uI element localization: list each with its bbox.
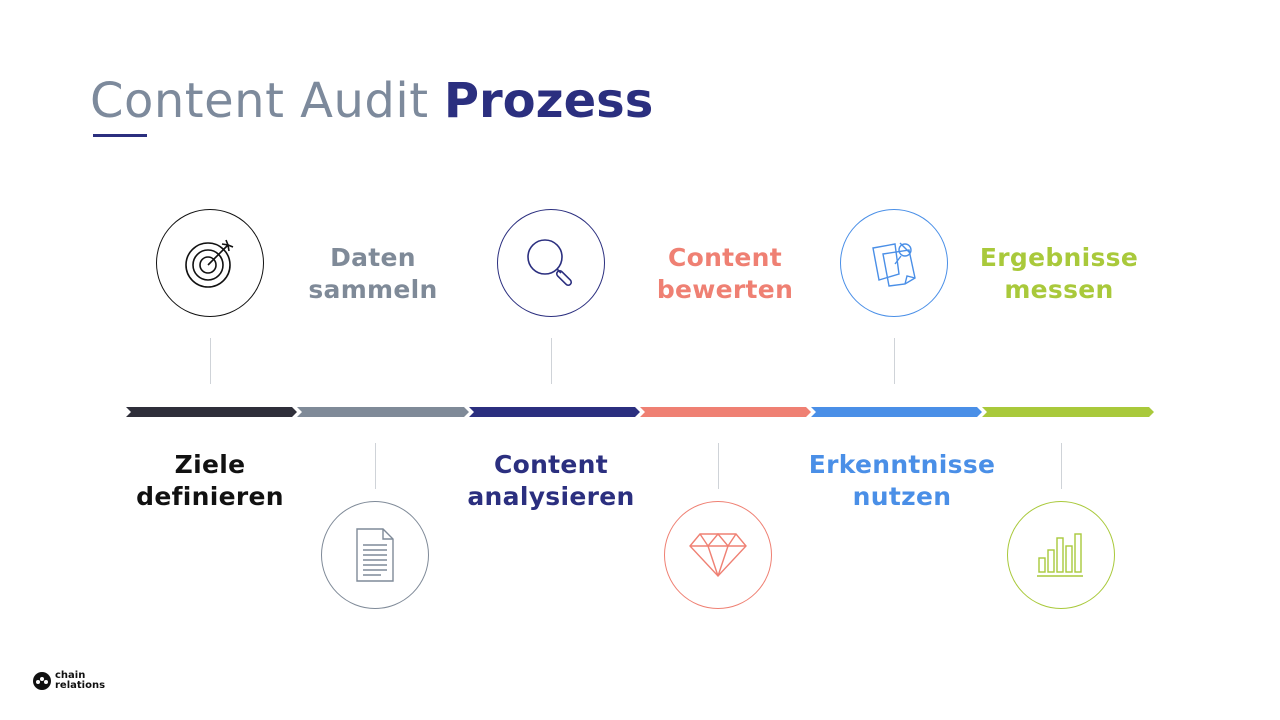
chain-logo-icon — [33, 672, 51, 690]
diamond-icon — [689, 532, 747, 578]
title-underline — [93, 134, 147, 137]
title-light: Content Audit — [90, 73, 429, 129]
logo-text: chain relations — [55, 671, 105, 691]
stem-1 — [210, 338, 211, 384]
chain-relations-logo: chain relations — [33, 671, 105, 691]
logo-line1: chain — [55, 670, 86, 681]
step-2-line1: Daten — [330, 243, 416, 272]
step-6-line1: Ergebnisse — [979, 243, 1139, 272]
step-3-line2: analysieren — [467, 482, 635, 511]
stem-5 — [894, 338, 895, 384]
step-4-line1: Content — [667, 243, 783, 272]
step-4-circle — [664, 501, 772, 609]
step-2-label: Daten sammeln — [263, 242, 483, 306]
timeline-segment-6 — [982, 407, 1154, 417]
step-4-line2: bewerten — [656, 275, 794, 304]
timeline-segment-5 — [811, 407, 982, 417]
step-1-label: Ziele definieren — [100, 449, 320, 513]
timeline-segment-4 — [640, 407, 811, 417]
stem-3 — [551, 338, 552, 384]
step-1-circle — [156, 209, 264, 317]
step-3-line1: Content — [493, 450, 609, 479]
step-3-label: Content analysieren — [441, 449, 661, 513]
step-2-circle — [321, 501, 429, 609]
step-5-line1: Erkenntnisse — [808, 450, 996, 479]
stem-2 — [375, 443, 376, 489]
page-title: Content Audit Prozess — [90, 72, 653, 130]
step-5-circle — [840, 209, 948, 317]
step-6-circle — [1007, 501, 1115, 609]
step-2-line2: sammeln — [308, 275, 438, 304]
timeline-segment-3 — [469, 407, 640, 417]
step-6-label: Ergebnisse messen — [949, 242, 1169, 306]
document-icon — [356, 528, 394, 582]
step-1-line2: definieren — [136, 482, 284, 511]
step-4-label: Content bewerten — [615, 242, 835, 306]
stem-6 — [1061, 443, 1062, 489]
step-3-circle — [497, 209, 605, 317]
timeline-segment-2 — [297, 407, 469, 417]
stem-4 — [718, 443, 719, 489]
sticky-note-pin-icon — [872, 242, 916, 287]
step-6-line2: messen — [1004, 275, 1114, 304]
magnifier-icon — [527, 239, 573, 287]
step-5-label: Erkenntnisse nutzen — [792, 449, 1012, 513]
bar-chart-icon — [1037, 533, 1083, 577]
logo-line2: relations — [55, 680, 106, 691]
step-5-line2: nutzen — [852, 482, 952, 511]
target-icon — [185, 239, 234, 288]
step-1-line1: Ziele — [174, 450, 246, 479]
title-bold: Prozess — [443, 73, 654, 129]
timeline-segment-1 — [126, 407, 297, 417]
